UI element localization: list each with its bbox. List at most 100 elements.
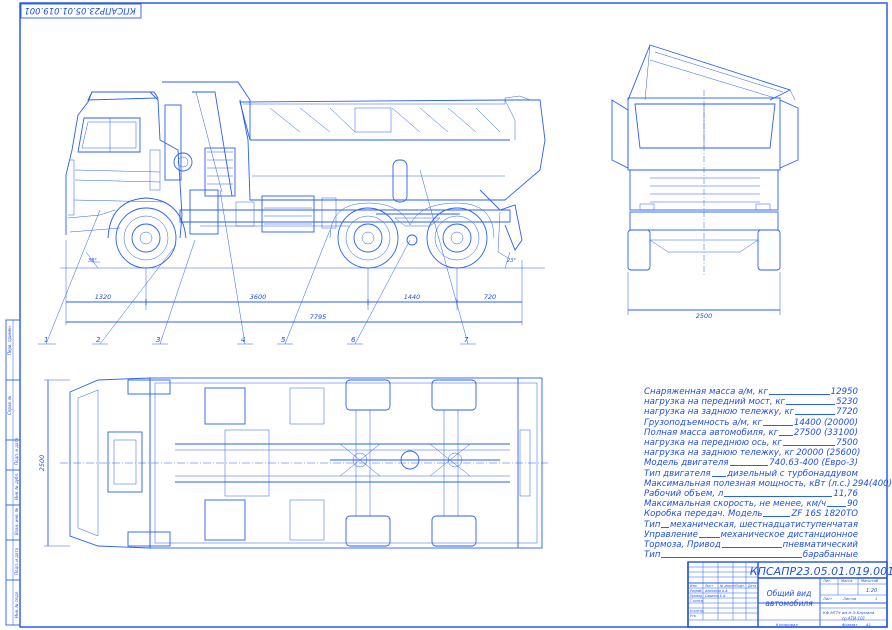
tb-row-razrab: Разраб.: [690, 589, 703, 593]
spec-row: Тип двигателя дизельный с турбонаддувом: [644, 469, 858, 479]
tb-doc-code: КПСАПР23.05.01.019.001: [750, 565, 892, 578]
spec-label: нагрузка на заднюю тележку, кг: [644, 448, 795, 459]
tb-head-izm: Изм.: [690, 584, 698, 588]
spec-row: Управление механическое дистанционное: [644, 530, 858, 540]
spec-label: нагрузка на передний мост, кг: [644, 397, 786, 408]
tb-org-1: КФ МГТУ им.Н.Э.Баумана: [823, 610, 875, 615]
cab-window: [77, 117, 141, 153]
tb-scale: 1:20: [866, 588, 877, 594]
top-stamp: КПСАПР23.05.01.019.001: [20, 3, 142, 19]
tb-sheets-label: Листов: [842, 597, 856, 601]
spec-label: Тормоза, Привод: [644, 540, 721, 550]
spec-label: Максимальная полезная мощность, кВт (л.с…: [644, 478, 851, 489]
dim-front-width: 2500: [696, 312, 713, 320]
front-wheel: [115, 207, 177, 269]
front-view: 2500: [611, 44, 799, 320]
tb-title-2: автомобиля: [765, 599, 813, 608]
tb-col-mass: Масса: [841, 579, 852, 583]
spec-value: 7500: [836, 438, 858, 448]
spec-label: Рабочий объем, л: [644, 489, 724, 499]
front-windshield: [634, 103, 776, 149]
spec-leader: [729, 458, 769, 467]
spec-value: 14400 (20000): [793, 417, 858, 428]
front-raised-body: [627, 44, 792, 101]
top-stamp-text: КПСАПР23.05.01.019.001: [24, 5, 135, 15]
spec-row: Снаряженная масса а/м, кг 12950: [644, 387, 858, 397]
dump-body: [239, 99, 546, 201]
chassis-frame: [179, 209, 511, 223]
spec-label: Полная масса автомобиля, кг: [644, 427, 779, 438]
spec-label: нагрузка на переднюю ось, кг: [644, 438, 782, 448]
spec-value: дизельный с турбонаддувом: [727, 468, 858, 479]
spec-row: нагрузка на переднюю ось, кг 7500: [644, 438, 858, 448]
battery-box: [261, 195, 315, 233]
spec-value: механическое дистанционное: [720, 529, 859, 540]
tb-copied: Копировал: [776, 622, 798, 627]
spec-value: механическая, шестнадцатиступенчатая: [669, 519, 858, 530]
spec-label: Тип двигателя: [644, 468, 711, 479]
spec-leader: [795, 407, 836, 416]
spec-value: барабанные: [802, 550, 858, 561]
callout-1: 1: [44, 336, 48, 344]
dim-plan-height: 2500: [38, 455, 46, 472]
tb-format-value: А1: [865, 622, 871, 627]
spec-leader: [763, 509, 791, 518]
tb-row-nkontr: Н.контр.: [690, 609, 704, 613]
tb-col-scale: Масштаб: [861, 579, 879, 583]
spec-label: Максимальная скорость, не менее, км/ч: [644, 499, 827, 510]
callout-3: 3: [156, 336, 160, 344]
title-block: Изм. Лист № докум. Подп. Дата Разраб. Пр…: [687, 561, 892, 628]
spec-leader: [698, 530, 720, 538]
tb-org-2: гр.АТИ-101: [842, 616, 865, 621]
spec-value: пневматический: [782, 540, 858, 550]
spec-leader: [779, 428, 793, 436]
spec-leader: [827, 499, 847, 508]
spec-value: 20000 (25600): [796, 448, 861, 459]
spec-row: Коробка передач. Модель ZF 16S 1820TO: [644, 509, 858, 519]
spec-value: 12950: [830, 387, 858, 397]
tb-head-sign: Подп.: [735, 584, 745, 588]
tb-col-lit: Лит.: [822, 579, 831, 583]
spec-leader: [763, 418, 793, 426]
spec-value: 7720: [836, 407, 858, 418]
spec-row: Тормоза, Привод пневматический: [644, 540, 858, 550]
tb-row-tkontr: Т.контр.: [690, 599, 704, 603]
spec-label: Грузоподъемность а/м, кг: [644, 417, 763, 428]
spec-leader: [711, 469, 727, 477]
spec-leader: [782, 438, 836, 446]
plan-view: 2500: [38, 377, 548, 549]
body-cylinder: [392, 159, 408, 203]
stamp-replace-inv: Взам. инв. №: [14, 508, 19, 535]
spec-value: 294(400): [852, 478, 892, 489]
stamp-sign-date-2: Подп. и дата: [14, 547, 19, 575]
callout-4: 4: [241, 336, 245, 344]
spec-label: Снаряженная масса а/м, кг: [644, 387, 768, 397]
dim-1320: 1320: [95, 293, 112, 301]
spec-label: Коробка передач. Модель: [644, 509, 763, 520]
callout-2: 2: [96, 336, 101, 344]
spec-leader: [661, 520, 669, 528]
spec-leader: [724, 489, 833, 497]
callout-5: 5: [281, 336, 286, 344]
tb-row-prover: Провер.: [690, 594, 703, 598]
stamp-dupl-inv: Инв. № дубл.: [14, 473, 19, 500]
spec-leader: [661, 550, 802, 559]
callout-7: 7: [464, 336, 469, 344]
tb-sheets-count: 1: [875, 597, 877, 601]
spec-value: ZF 16S 1820TO: [791, 509, 858, 520]
spec-leader: [721, 540, 782, 548]
spec-row: Максимальная полезная мощность, кВт (л.с…: [644, 478, 892, 489]
spec-label: Управление: [644, 529, 698, 540]
tb-row-utv: Утв.: [690, 614, 697, 618]
tb-format-label: Формат: [842, 622, 858, 627]
stamp-sign-date-1: Подп. и дата: [14, 437, 19, 465]
